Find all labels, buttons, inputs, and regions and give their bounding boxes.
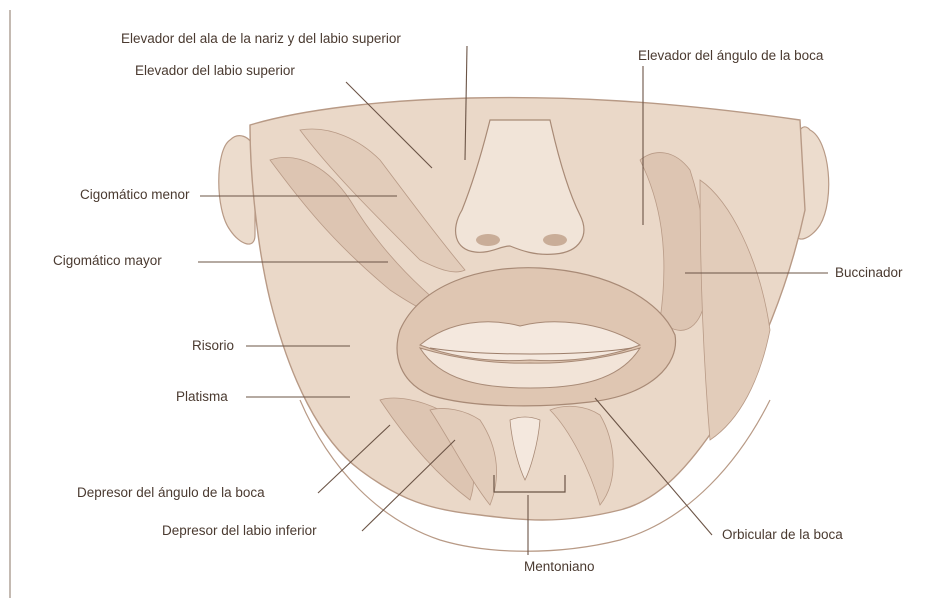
label-risorio: Risorio — [192, 338, 234, 354]
label-cigomatico-menor: Cigomático menor — [80, 187, 190, 203]
label-elevador-ala-nariz: Elevador del ala de la nariz y del labio… — [121, 31, 401, 47]
label-buccinador: Buccinador — [835, 265, 903, 281]
label-orbicular-boca: Orbicular de la boca — [722, 527, 843, 543]
label-platisma: Platisma — [176, 389, 228, 405]
label-depresor-angulo-boca: Depresor del ángulo de la boca — [77, 485, 265, 501]
label-elevador-labio-superior: Elevador del labio superior — [135, 63, 295, 79]
nostril-right — [543, 234, 567, 246]
label-cigomatico-mayor: Cigomático mayor — [53, 253, 162, 269]
left-ear — [219, 136, 255, 244]
label-depresor-labio-inferior: Depresor del labio inferior — [162, 523, 317, 539]
nostril-left — [476, 234, 500, 246]
label-mentoniano: Mentoniano — [524, 559, 595, 575]
label-elevador-angulo-boca: Elevador del ángulo de la boca — [638, 48, 823, 64]
